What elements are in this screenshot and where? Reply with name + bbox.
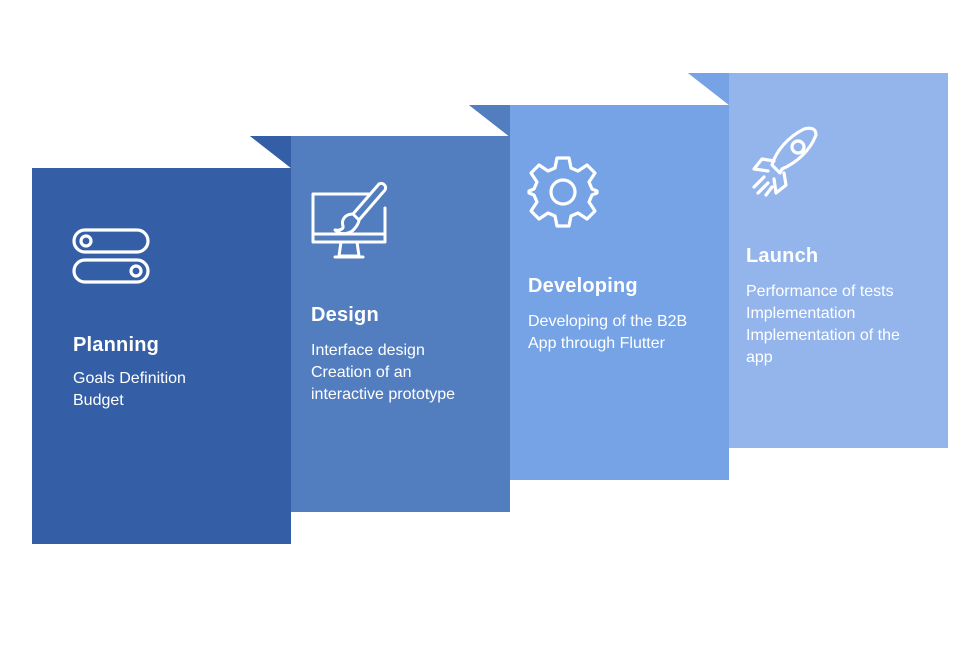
stage-title-planning: Planning — [73, 334, 160, 356]
toggle-switches-icon — [72, 228, 150, 284]
detail-line: Implementation — [746, 305, 856, 322]
rocket-icon — [752, 126, 818, 197]
stage-card-launch: Launch Performance of tests Implementati… — [729, 73, 948, 448]
stage-title-developing: Developing — [528, 275, 638, 297]
stage-details-developing: Developing of the B2B App through Flutte… — [528, 311, 687, 355]
detail-line: interactive prototype — [311, 386, 456, 403]
detail-line: App through Flutter — [528, 335, 665, 352]
stage-card-developing: Developing Developing of the B2B App thr… — [510, 105, 729, 480]
detail-line: Budget — [73, 392, 124, 409]
stage-details-planning: Goals Definition Budget — [73, 368, 186, 412]
stage-title-launch: Launch — [746, 245, 819, 267]
detail-line: Implementation of the — [746, 327, 900, 344]
stage-title-design: Design — [311, 304, 379, 326]
stage-card-design: Design Interface design Creation of an i… — [291, 136, 510, 512]
monitor-paintbrush-icon — [311, 182, 387, 259]
fold-developing-edge — [469, 105, 510, 137]
detail-line: Goals Definition — [73, 370, 186, 387]
detail-line: app — [746, 349, 773, 366]
detail-line: Creation of an — [311, 364, 412, 381]
detail-line: Interface design — [311, 342, 425, 359]
stage-details-launch: Performance of tests Implementation Impl… — [746, 281, 900, 369]
detail-line: Developing of the B2B — [528, 313, 688, 330]
gear-icon — [527, 156, 599, 228]
detail-line: Performance of tests — [746, 283, 894, 300]
fold-launch-edge — [688, 73, 729, 105]
stage-details-design: Interface design Creation of an interact… — [311, 340, 455, 406]
stage-card-planning: Planning Goals Definition Budget — [32, 168, 291, 544]
fold-design-edge — [250, 136, 291, 168]
